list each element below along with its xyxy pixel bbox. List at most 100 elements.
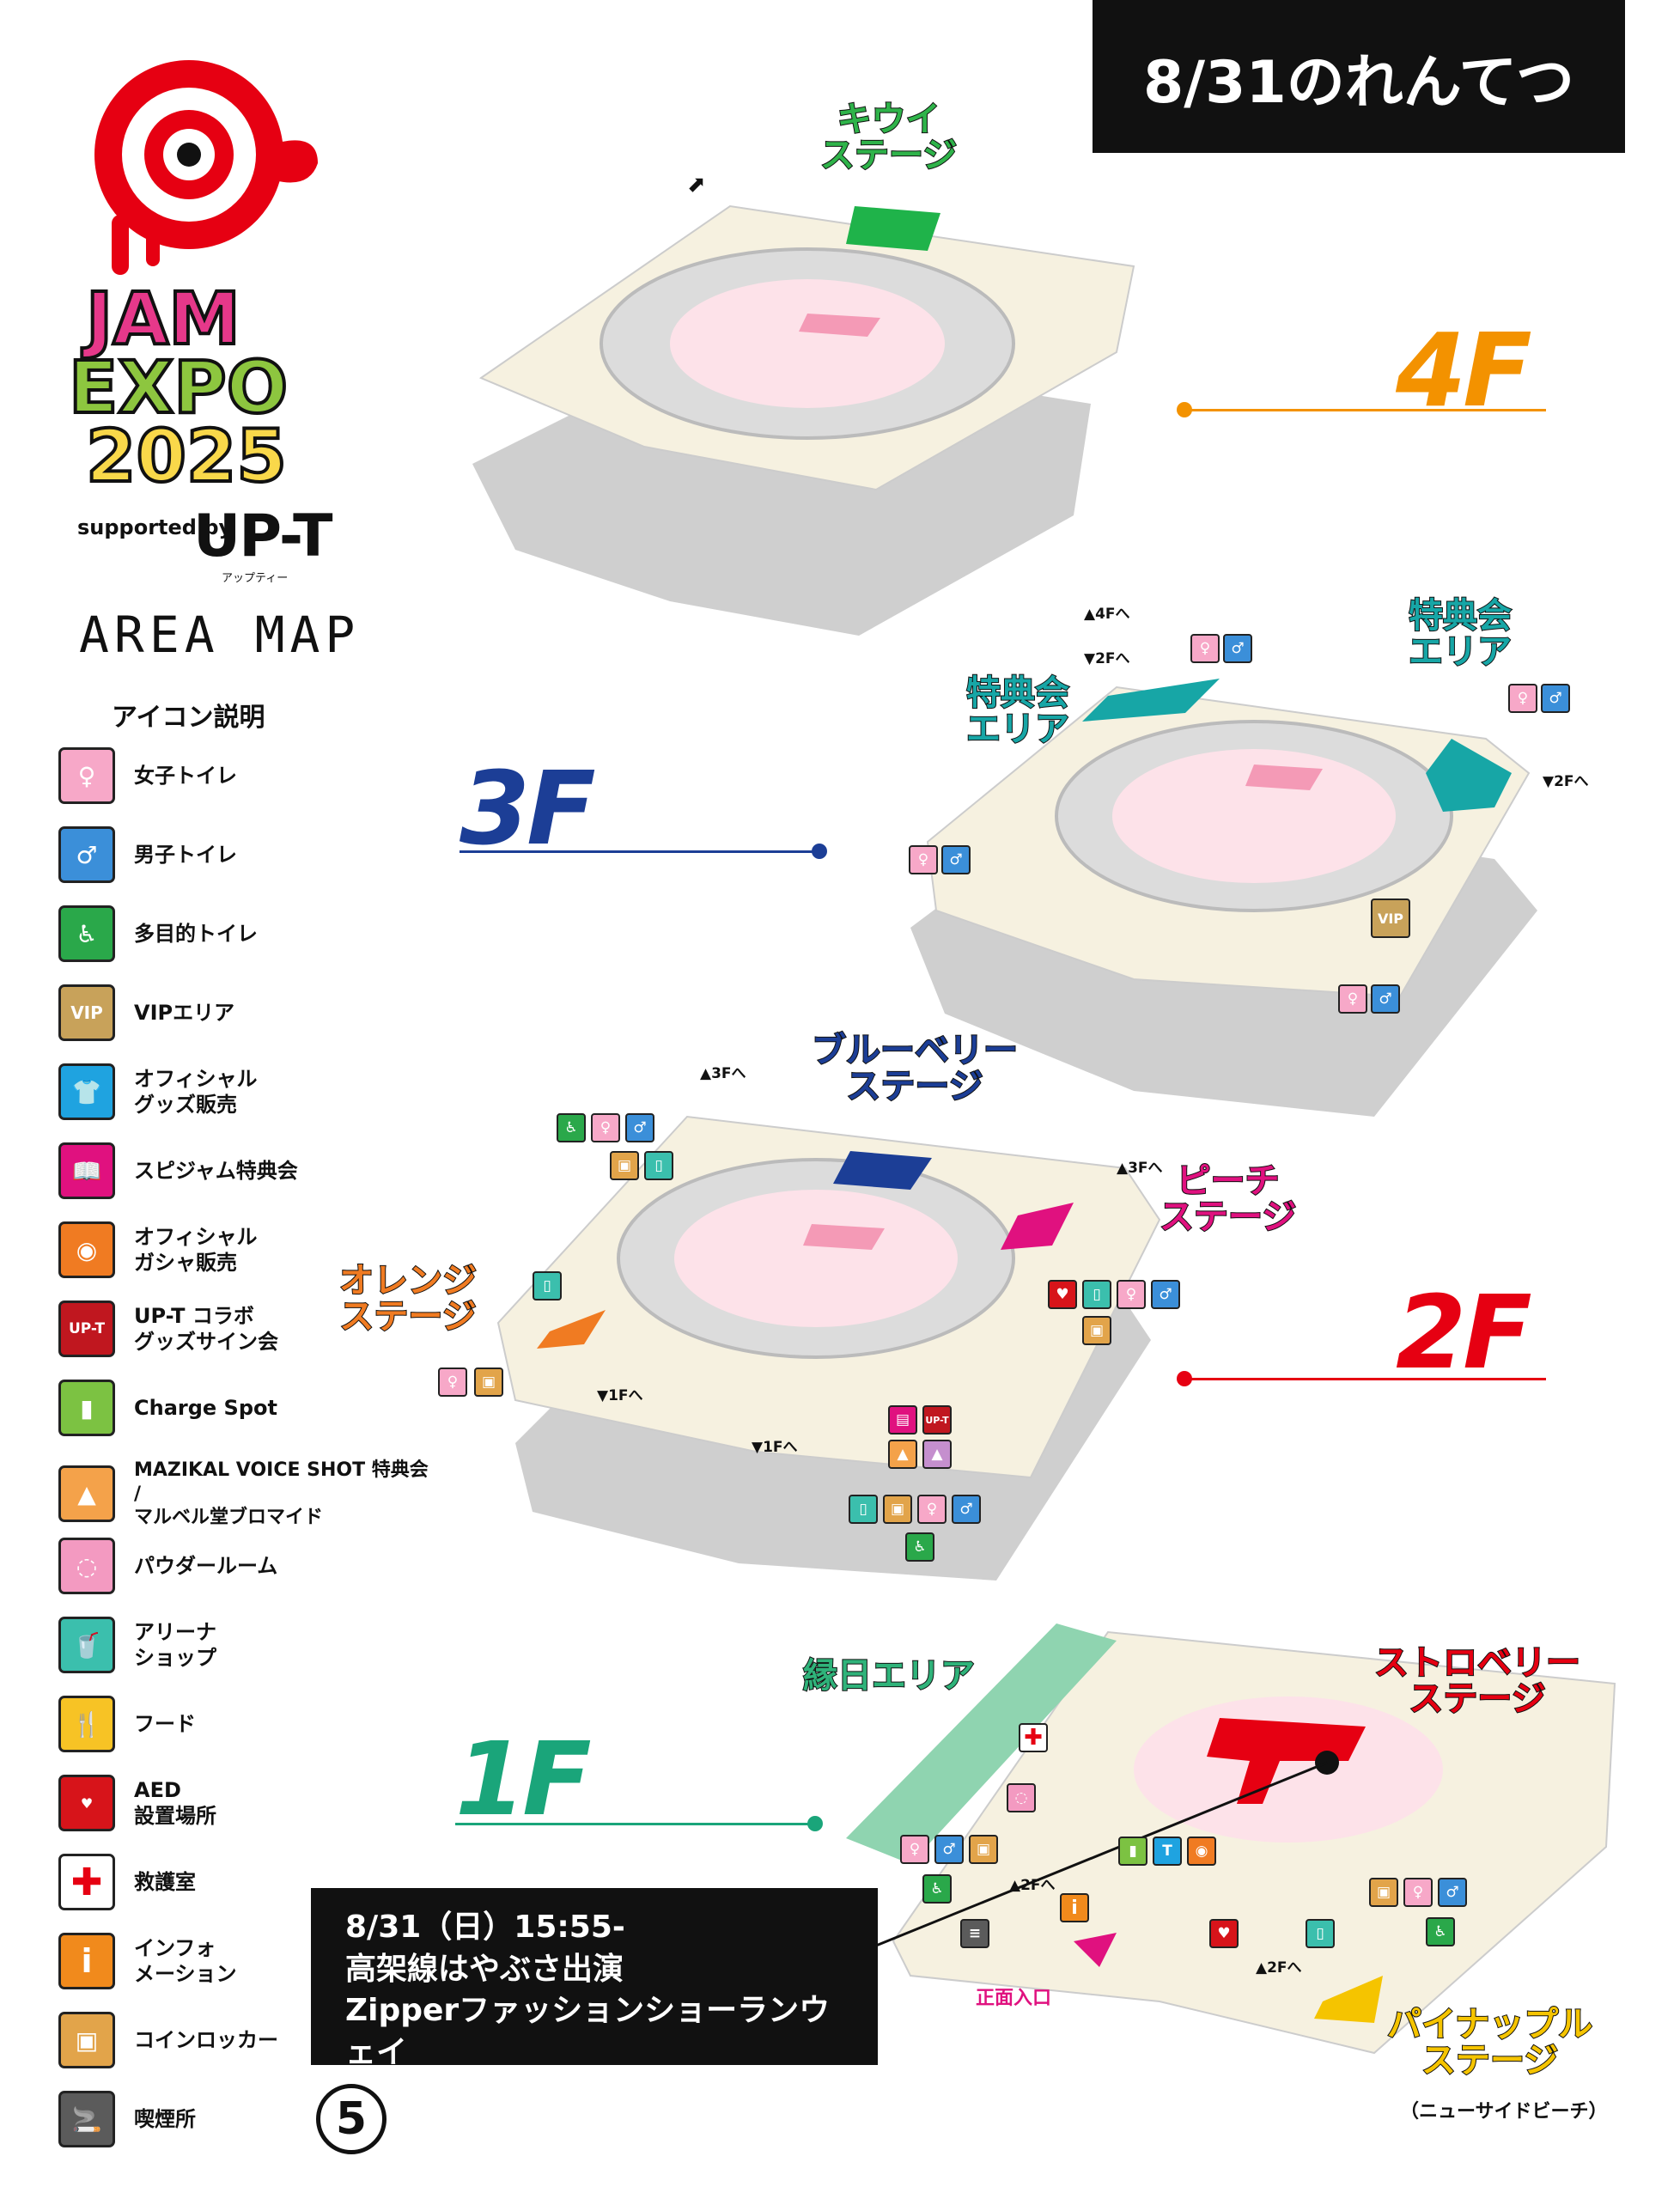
- legend-item: ♿ 多目的トイレ: [58, 905, 258, 962]
- legend-label: Charge Spot: [134, 1396, 277, 1420]
- floor-label-1f: 1F: [455, 1720, 592, 1838]
- at-mark-icon: [94, 60, 318, 275]
- male-icon: ♂: [941, 845, 971, 874]
- drink-icon: ▯: [849, 1495, 878, 1524]
- stairs-icon: ⬈: [687, 172, 706, 198]
- first-aid-icon: ✚: [1019, 1723, 1048, 1752]
- floor-label-2f: 2F: [1396, 1273, 1532, 1392]
- drink-icon: 🥤: [58, 1617, 115, 1673]
- legend-item: VIP VIPエリア: [58, 984, 234, 1041]
- floor-dot-1f: [807, 1816, 823, 1831]
- floor-line-1f: [455, 1823, 816, 1825]
- stairs-label-3f-up: ▲4Fへ: [1084, 606, 1130, 623]
- legend-label: インフォ メーション: [134, 1936, 237, 1986]
- legend-item: ▣ コインロッカー: [58, 2012, 278, 2068]
- female-icon: ♀: [900, 1835, 929, 1864]
- locker-icon: ▣: [474, 1368, 503, 1397]
- tshirt-icon: T: [1153, 1837, 1182, 1866]
- sponsor-kana: アップティー: [222, 572, 289, 585]
- smoking-icon: 🚬: [58, 2091, 115, 2147]
- stairs-label-3f-down: ▼2Fへ: [1084, 650, 1130, 667]
- drink-icon: ▯: [533, 1271, 562, 1301]
- info-icon: i: [58, 1933, 115, 1989]
- smoking-icon: ≡: [960, 1919, 989, 1948]
- book-icon: ▤: [888, 1405, 917, 1435]
- legend-item: ▲ MAZIKAL VOICE SHOT 特典会 / マルベル堂ブロマイド: [58, 1459, 436, 1530]
- male-icon: ♂: [1223, 634, 1252, 663]
- strawberry-stage-label: ストロベリー ステージ: [1373, 1643, 1581, 1719]
- legend-label: UP-T コラボ グッズサイン会: [134, 1304, 278, 1354]
- male-icon: ♂: [1541, 684, 1570, 713]
- gacha-icon: ◉: [58, 1221, 115, 1278]
- floor-line-2f: [1185, 1378, 1546, 1380]
- legend-label: 多目的トイレ: [134, 922, 258, 946]
- male-icon: ♂: [58, 826, 115, 883]
- wheelchair-icon: ♿: [905, 1532, 934, 1562]
- info-icon: i: [1060, 1893, 1089, 1922]
- male-icon: ♂: [1371, 984, 1400, 1014]
- locker-icon: ▣: [1082, 1316, 1111, 1345]
- female-icon: ♀: [438, 1368, 467, 1397]
- legend-item: 🚬 喫煙所: [58, 2091, 196, 2147]
- sponsor-logo: UP-T: [193, 503, 332, 570]
- floor-line-4f: [1185, 409, 1546, 411]
- event-info-box: 8/31（日）15:55- 高架線はやぶさ出演 Zipperファッションショーラ…: [311, 1888, 878, 2070]
- male-icon: ♂: [1438, 1878, 1467, 1907]
- event-performer: 高架線はやぶさ出演: [345, 1951, 624, 1987]
- page-number: 5: [316, 2084, 387, 2154]
- legend-label: フード: [134, 1712, 196, 1736]
- floor-4f-plan: [472, 204, 1135, 636]
- female-icon: ♀: [909, 845, 938, 874]
- legend-label: スピジャム特典会: [134, 1159, 298, 1183]
- photo-icon: ▲: [922, 1440, 952, 1469]
- wheelchair-icon: ♿: [922, 1874, 952, 1904]
- floor-label-3f: 3F: [460, 749, 596, 868]
- legend-label: パウダールーム: [134, 1554, 278, 1578]
- floor-dot-3f: [812, 844, 827, 859]
- vip-icon: VIP: [58, 984, 115, 1041]
- male-icon: ♂: [625, 1113, 654, 1142]
- floor-dot-2f: [1177, 1371, 1192, 1386]
- locker-icon: ▣: [1369, 1878, 1398, 1907]
- battery-icon: ▮: [58, 1380, 115, 1436]
- male-icon: ♂: [1151, 1280, 1180, 1309]
- legend-item: UP-T UP-T コラボ グッズサイン会: [58, 1301, 278, 1357]
- legend-item: ▮ Charge Spot: [58, 1380, 277, 1436]
- locker-icon: ▣: [969, 1835, 998, 1864]
- floor-label-4f: 4F: [1396, 311, 1532, 429]
- female-icon: ♀: [591, 1113, 620, 1142]
- floor-dot-4f: [1177, 402, 1192, 417]
- female-icon: ♀: [1117, 1280, 1146, 1309]
- stairs-label-2f-up-right: ▲3Fへ: [1117, 1160, 1163, 1177]
- legend-item: ◌ パウダールーム: [58, 1538, 277, 1594]
- male-icon: ♂: [934, 1835, 964, 1864]
- legend-label: 救護室: [134, 1870, 196, 1894]
- legend-label: オフィシャル ガシャ販売: [134, 1225, 258, 1275]
- legend-item: ♥ AED 設置場所: [58, 1775, 216, 1831]
- legend-label: オフィシャル グッズ販売: [134, 1067, 258, 1117]
- aed-icon: ♥: [1048, 1280, 1077, 1309]
- legend-label: VIPエリア: [134, 1001, 235, 1025]
- legend-item: ♀ 女子トイレ: [58, 747, 237, 804]
- orange-stage-label: オレンジ ステージ: [338, 1261, 478, 1337]
- event-title: Zipperファッションショーランウェイ: [345, 1993, 831, 2070]
- kiwi-stage-label: キウイ ステージ: [819, 100, 958, 175]
- stairs-label-1f-up-1: ▲2Fへ: [1009, 1877, 1056, 1894]
- svg-text:EXPO: EXPO: [69, 345, 288, 429]
- mirror-icon: ◌: [58, 1538, 115, 1594]
- locker-icon: ▣: [610, 1151, 639, 1180]
- blueberry-stage-label: ブルーベリー ステージ: [811, 1031, 1019, 1106]
- wheelchair-icon: ♿: [1426, 1917, 1455, 1946]
- female-icon: ♀: [1338, 984, 1367, 1014]
- svg-text:2025: 2025: [86, 414, 287, 498]
- area-map-title: AREA MAP: [79, 606, 361, 664]
- supported-by-text: supported by: [77, 515, 233, 539]
- main-entrance-label: 正面入口: [976, 1988, 1052, 2009]
- legend-item: ◉ オフィシャル ガシャ販売: [58, 1221, 258, 1278]
- date-title: 8/31のれんてつ: [1093, 0, 1625, 153]
- female-icon: ♀: [1508, 684, 1537, 713]
- locker-icon: ▣: [58, 2012, 115, 2068]
- aed-icon: ♥: [1209, 1919, 1239, 1948]
- locker-icon: ▣: [883, 1495, 912, 1524]
- battery-icon: ▮: [1118, 1837, 1147, 1866]
